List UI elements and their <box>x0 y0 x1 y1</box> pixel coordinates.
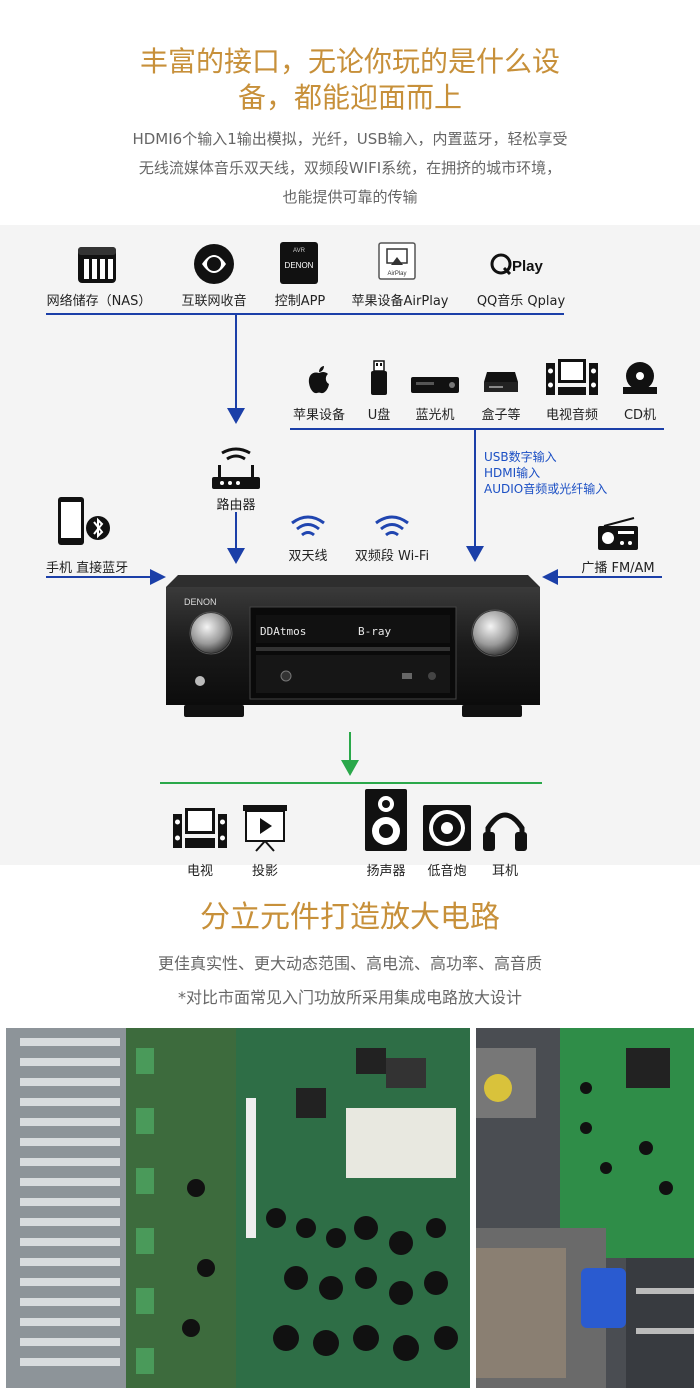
source-label-apple: 苹果设备 <box>292 408 345 423</box>
phone-to-receiver-line <box>46 576 150 578</box>
page-title-line1: 丰富的接口，无论你玩的是什么设 <box>139 45 560 78</box>
outputs-line <box>160 782 542 784</box>
amplifier-circuit-photo-right <box>476 1028 694 1388</box>
output-label-speaker: 扬声器 <box>366 864 406 879</box>
usb-drive-icon <box>371 360 387 395</box>
av-receiver-image: DENON DDAtmos B-ray <box>166 575 540 717</box>
input-label-usb: USB数字输入 <box>484 450 557 464</box>
set-top-box-icon <box>484 372 518 392</box>
source-label-cd: CD机 <box>623 408 657 423</box>
app-icon-brand: DENON <box>285 261 314 270</box>
cd-player-icon <box>623 362 657 394</box>
subwoofer-icon <box>423 805 471 851</box>
arrow-to-router <box>227 408 245 424</box>
section2-footnote: *对比市面常见入门功放所采用集成电路放大设计 <box>177 988 522 1007</box>
airplay-icon: AirPlay <box>378 242 416 280</box>
app-icon: AVR DENON <box>280 242 318 284</box>
speaker-icon <box>365 789 407 851</box>
input-label-audio: AUDIO音频或光纤输入 <box>484 482 608 496</box>
projector-icon <box>243 805 287 852</box>
source-label-airplay: 苹果设备AirPlay <box>351 294 449 309</box>
mid-to-receiver-line <box>474 428 476 546</box>
arrow-mid-to-receiver <box>466 546 484 562</box>
source-label-tv-audio: 电视音频 <box>545 408 598 423</box>
amplifier-circuit-photo-left <box>6 1028 470 1388</box>
page-description-line3: 也能提供可靠的传输 <box>282 188 418 206</box>
phone-bluetooth-icon <box>58 497 110 545</box>
radio-label: 广播 FM/AM <box>581 561 655 576</box>
tv-icon <box>173 808 227 848</box>
source-label-nas: 网络储存（NAS） <box>46 294 152 309</box>
arrow-phone-to-receiver <box>150 569 166 585</box>
arrow-radio-to-receiver <box>542 569 558 585</box>
receiver-to-output-line <box>349 732 351 760</box>
airplay-icon-text: AirPlay <box>387 271 406 277</box>
output-label-tv: 电视 <box>186 864 213 879</box>
router-to-receiver-line <box>235 512 237 548</box>
wifi-label-dual-antenna: 双天线 <box>288 549 328 564</box>
internet-radio-icon <box>194 244 234 284</box>
receiver-display-left: DDAtmos <box>260 625 306 638</box>
mid-sources-line <box>290 428 664 430</box>
app-icon-tag: AVR <box>293 248 306 254</box>
page-description-line2: 无线流媒体音乐双天线，双频段WIFI系统，在拥挤的城市环境， <box>138 159 562 177</box>
router-icon <box>212 447 260 489</box>
nas-icon <box>78 247 116 283</box>
wifi-dualband-icon <box>375 515 409 537</box>
output-label-headphones: 耳机 <box>491 864 518 879</box>
bluray-player-icon <box>411 377 459 393</box>
qplay-icon-text: Play <box>512 258 544 275</box>
page-title-line2: 备，都能迎面而上 <box>237 81 462 114</box>
radio-icon <box>598 517 638 550</box>
arrow-router-to-receiver <box>227 548 245 564</box>
receiver-brand: DENON <box>184 597 217 607</box>
source-label-internet-radio: 互联网收音 <box>181 294 247 309</box>
section2-title: 分立元件打造放大电路 <box>200 900 500 935</box>
wifi-antenna-icon <box>291 515 325 537</box>
receiver-display-right: B-ray <box>358 625 391 638</box>
headphones-icon <box>483 812 527 851</box>
source-label-app: 控制APP <box>274 294 326 309</box>
top-sources-line <box>46 313 564 315</box>
top-to-router-line <box>235 313 237 408</box>
page-description-line1: HDMI6个输入1输出模拟，光纤，USB输入，内置蓝牙，轻松享受 <box>132 130 568 148</box>
arrow-to-outputs <box>341 760 359 776</box>
radio-to-receiver-line <box>558 576 662 578</box>
source-label-usb: U盘 <box>367 408 391 423</box>
source-label-box: 盒子等 <box>481 408 521 423</box>
qplay-icon: Play <box>490 253 544 276</box>
source-label-bluray: 蓝光机 <box>415 408 455 423</box>
wifi-label-dual-band: 双频段 Wi-Fi <box>354 549 430 564</box>
tv-audio-icon <box>546 359 598 395</box>
output-label-subwoofer: 低音炮 <box>427 864 467 879</box>
router-label: 路由器 <box>216 498 256 513</box>
input-label-hdmi: HDMI输入 <box>484 466 541 480</box>
output-label-projector: 投影 <box>251 864 278 879</box>
phone-label: 手机 直接蓝牙 <box>46 561 129 576</box>
section2-description: 更佳真实性、更大动态范围、高电流、高功率、高音质 <box>157 954 542 973</box>
apple-icon <box>308 366 329 394</box>
source-label-qplay: QQ音乐 Qplay <box>476 294 566 309</box>
